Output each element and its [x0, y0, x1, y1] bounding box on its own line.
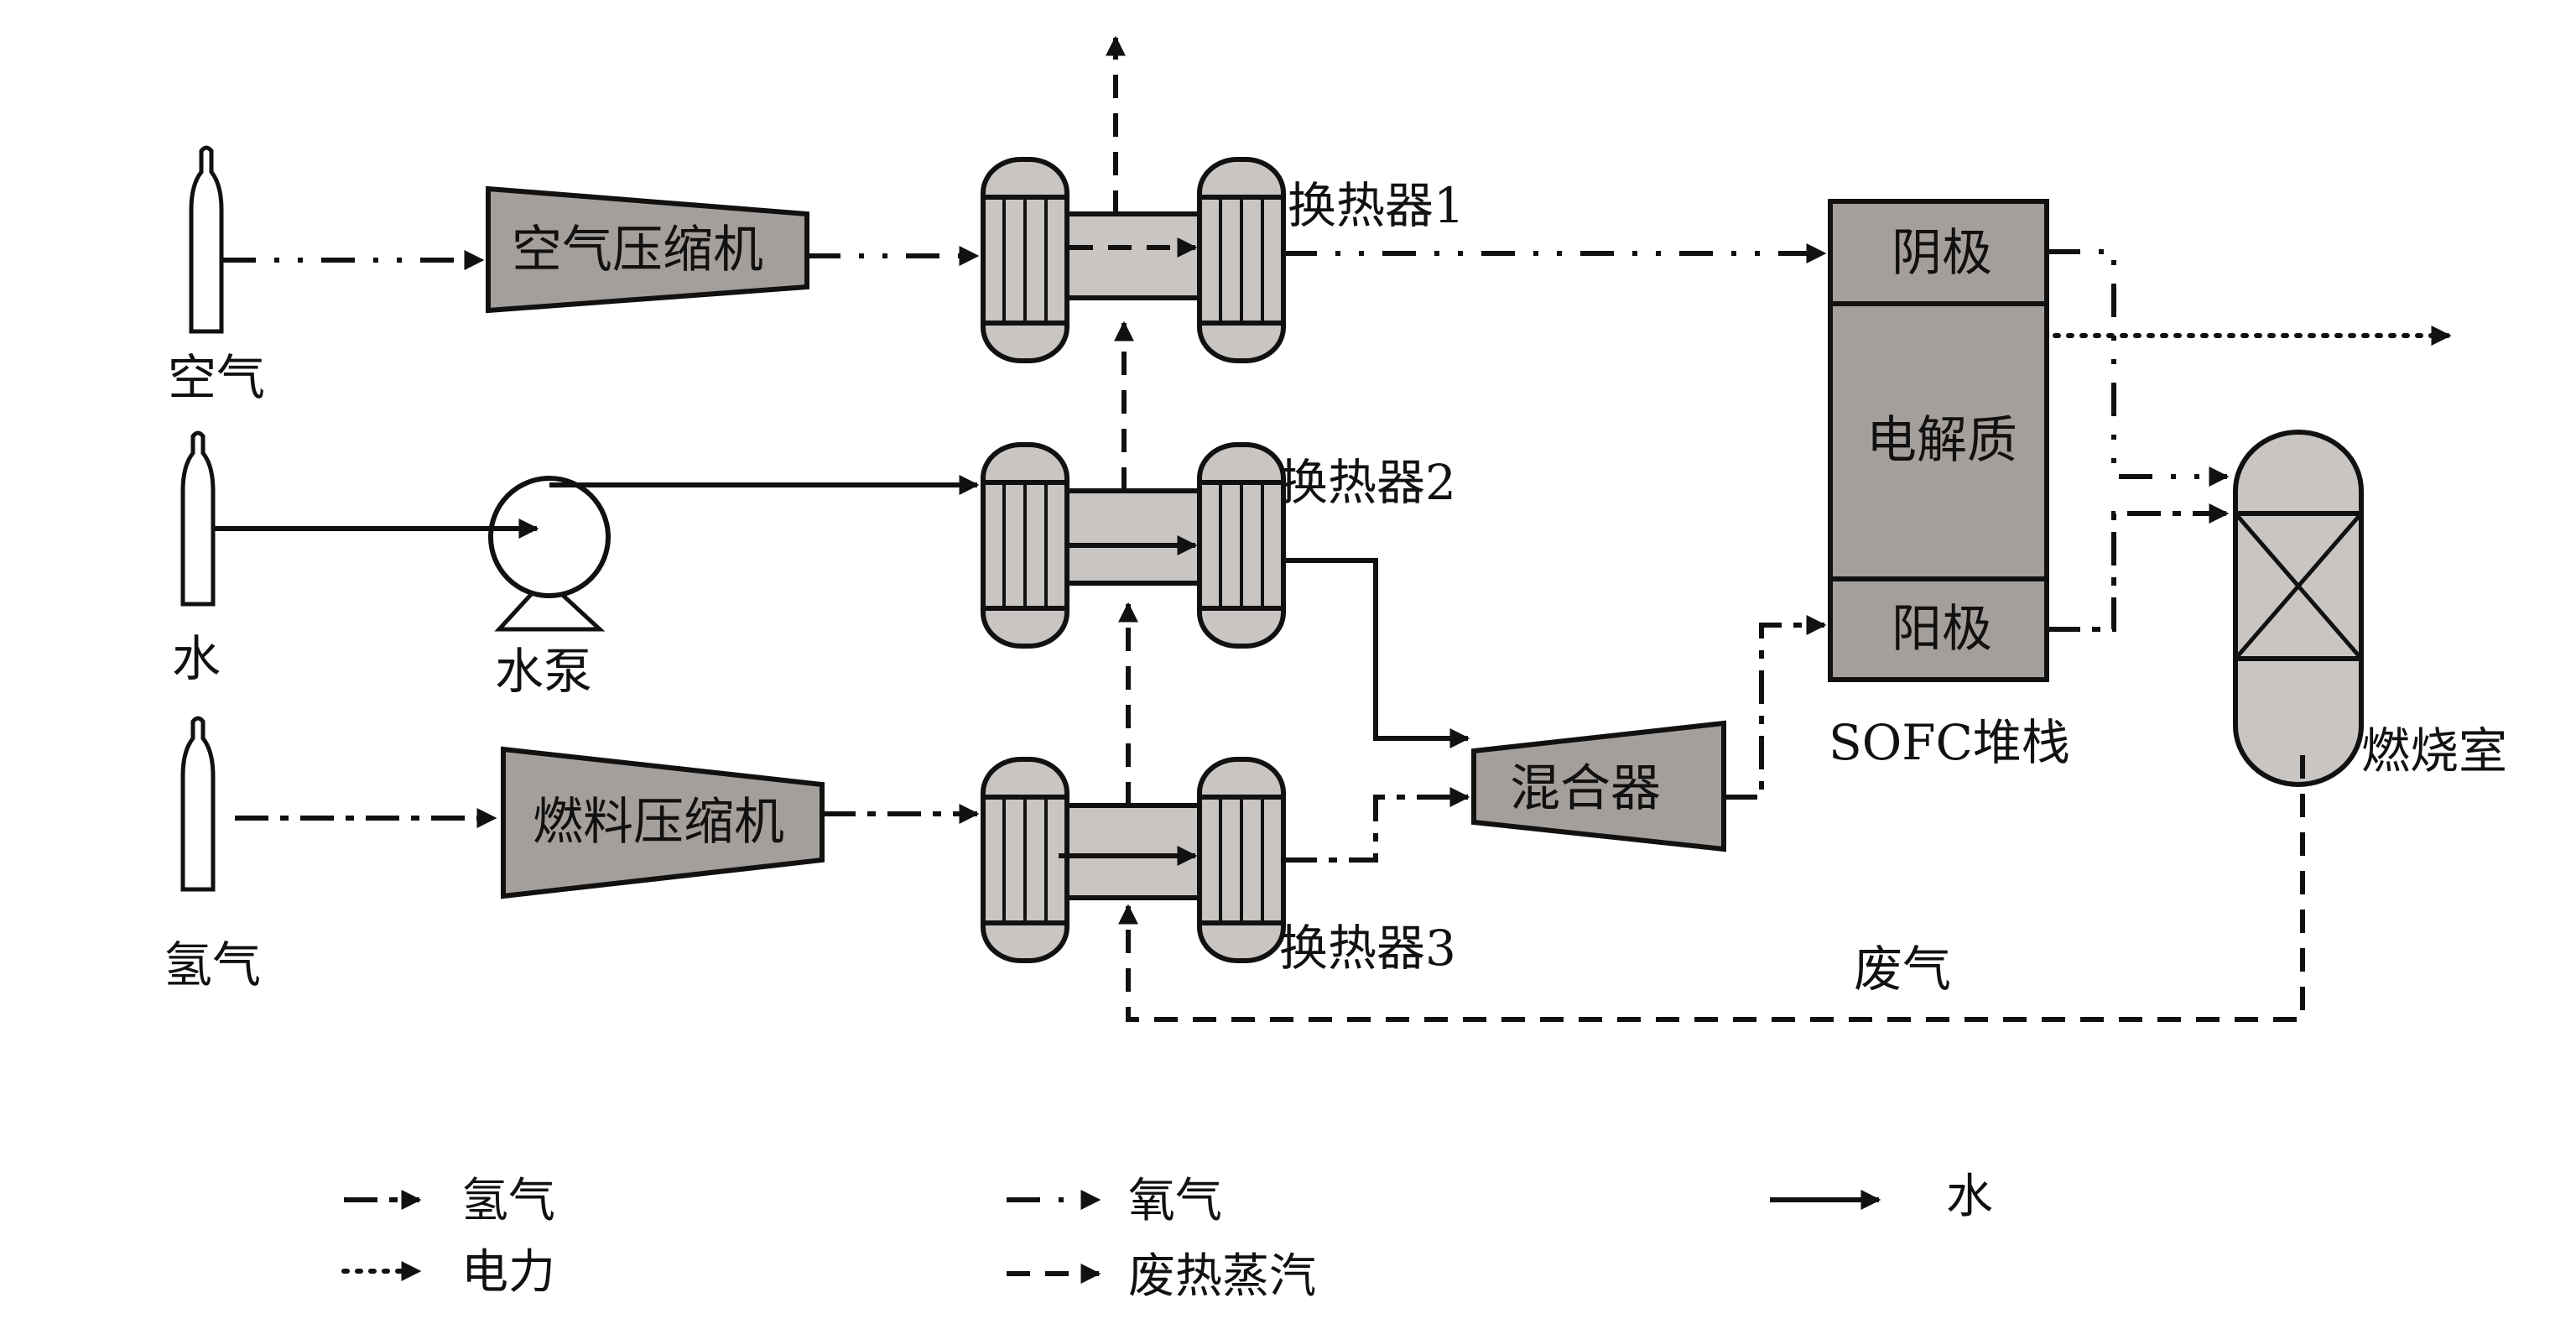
exhaust-gas-label: 废气	[1854, 941, 1951, 998]
exhaust-gas-stream	[1118, 755, 2305, 1022]
legend: 氢气 氧气 水 电力 废热蒸汽	[341, 1170, 1993, 1304]
mixer: 混合器	[1471, 720, 1726, 852]
hx2-to-mixer-stream	[1283, 558, 1470, 748]
air-cylinder-icon	[189, 145, 224, 334]
water-cylinder-icon	[180, 430, 216, 607]
hx3-to-mixer-stream	[1283, 787, 1470, 863]
sofc-stack: 阴极 电解质 阳极	[1828, 199, 2049, 682]
air-source-label: 空气	[168, 349, 265, 406]
svg-text:水: 水	[1946, 1170, 1993, 1224]
cathode-to-combustor-stream	[2047, 249, 2230, 487]
legend-item-power: 电力	[341, 1245, 555, 1300]
heat-exchanger-2: 换热器2	[981, 442, 1456, 649]
air-compressor-label: 空气压缩机	[512, 221, 763, 279]
fuel-compressor: 燃料压缩机	[501, 746, 825, 899]
water-source-label: 水	[172, 630, 221, 687]
mixer-label: 混合器	[1510, 759, 1661, 818]
svg-text:电力: 电力	[461, 1245, 555, 1300]
legend-item-steam: 废热蒸汽	[1007, 1249, 1316, 1304]
legend-item-water: 水	[1770, 1170, 1993, 1224]
svg-text:废热蒸汽: 废热蒸汽	[1128, 1249, 1316, 1304]
sofc-stack-label: SOFC堆栈	[1829, 714, 2070, 771]
svg-text:氢气: 氢气	[461, 1174, 555, 1228]
water-pump-label: 水泵	[495, 643, 592, 700]
mixer-to-anode-stream	[1724, 615, 1827, 800]
anode-label: 阳极	[1892, 600, 1992, 659]
svg-text:氧气: 氧气	[1128, 1174, 1222, 1228]
cathode-label: 阴极	[1892, 224, 1992, 283]
legend-item-oxygen: 氧气	[1007, 1174, 1222, 1228]
heat-exchanger-2-label: 换热器2	[1279, 454, 1456, 511]
heat-exchanger-3-label: 换热器3	[1279, 920, 1456, 977]
hydrogen-source-label: 氢气	[164, 936, 261, 993]
water-pump-icon	[488, 476, 611, 632]
hydrogen-cylinder-icon	[180, 716, 216, 892]
air-compressor: 空气压缩机	[486, 185, 809, 314]
heat-exchanger-1-label: 换热器1	[1288, 177, 1465, 234]
combustor	[2233, 430, 2364, 787]
anode-to-combustor-stream	[2047, 503, 2230, 632]
combustor-label: 燃烧室	[2361, 722, 2507, 779]
heat-exchanger-3: 换热器3	[981, 757, 1456, 977]
electrolyte-label: 电解质	[1866, 411, 2017, 470]
fuel-compressor-label: 燃料压缩机	[533, 793, 784, 852]
legend-item-hydrogen: 氢气	[344, 1174, 555, 1228]
heat-exchanger-1: 换热器1	[981, 157, 1465, 363]
